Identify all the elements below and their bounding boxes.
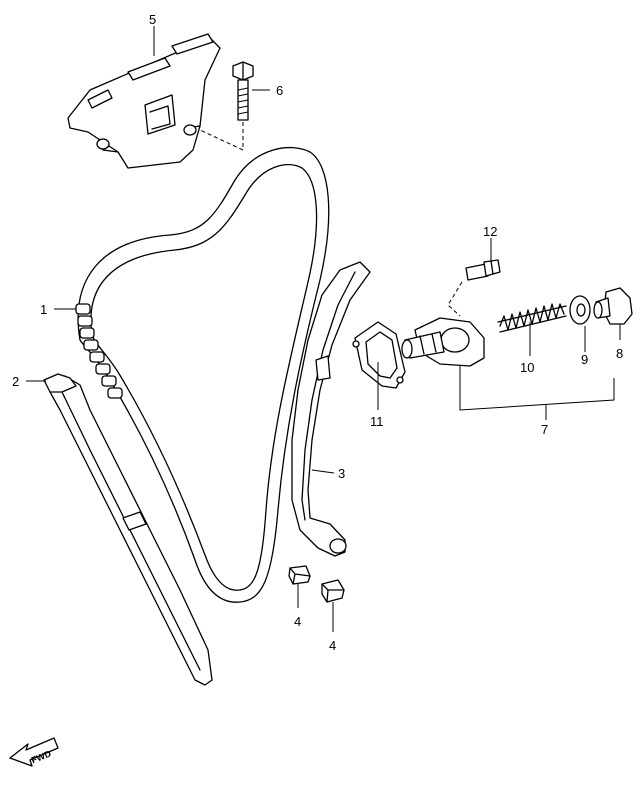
callout-6: 6 [276,83,283,98]
callout-4-upper: 4 [294,614,301,629]
callout-3: 3 [338,466,345,481]
leader-lines [26,26,621,632]
callout-4-lower: 4 [329,638,336,653]
part-12-tensioner-bolt[interactable] [465,259,501,281]
callout-5: 5 [149,12,156,27]
part-11-gasket[interactable] [352,321,406,389]
part-1-chain-joint[interactable] [75,303,123,399]
callout-10: 10 [520,360,534,375]
bolt-6-alignment-line [199,122,244,151]
part-10-spring[interactable] [497,303,567,333]
callout-7: 7 [541,422,548,437]
callout-8: 8 [616,346,623,361]
part-4-cushion-upper[interactable] [288,565,311,585]
part-3-tensioner-chain-guide[interactable] [291,261,371,557]
part-4-cushion-lower[interactable] [321,579,345,603]
fwd-arrow: FWD [9,737,59,767]
cam-chain[interactable] [77,146,330,603]
callout-12: 12 [483,224,497,239]
callout-2: 2 [12,374,19,389]
callout-9: 9 [581,352,588,367]
part-7-chain-tensioner[interactable] [401,317,485,367]
callout-1: 1 [40,302,47,317]
part-9-washer[interactable] [569,295,591,325]
callout-11: 11 [370,414,384,429]
part-2-front-chain-guide[interactable] [43,373,213,686]
part-5-upper-chain-guide[interactable] [67,33,221,169]
part-6-bolt[interactable] [232,61,254,121]
bolt-12-alignment-line [447,281,463,317]
part-8-cap-bolt[interactable] [593,287,633,325]
